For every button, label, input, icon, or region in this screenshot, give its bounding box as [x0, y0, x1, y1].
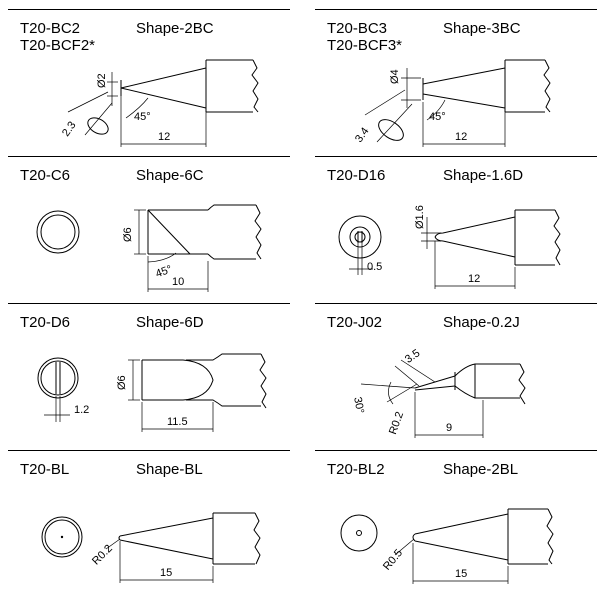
tip-shape-label: Shape-BL — [136, 461, 203, 478]
row-divider — [8, 156, 290, 157]
tip-shape-label: Shape-0.2J — [443, 314, 520, 331]
row-divider-top — [8, 9, 290, 10]
length-label: 12 — [455, 131, 468, 143]
row-divider — [8, 303, 290, 304]
tip-shape-label: Shape-1.6D — [443, 167, 524, 184]
tip-model: T20-J02 — [327, 314, 383, 331]
tip-drawing — [360, 359, 526, 438]
diameter-label: Ø6 — [122, 227, 134, 242]
angle-label: 45° — [134, 111, 151, 123]
tip-drawing — [36, 204, 262, 292]
tip-drawing — [340, 508, 554, 584]
tip-drawing — [338, 209, 561, 289]
tip-card-j02: T20-J02 Shape-0.2J 3.5 30° R0.2 9 — [315, 304, 605, 444]
diameter-label: Ø6 — [116, 375, 128, 390]
row-divider — [315, 156, 597, 157]
tip-card-c6: T20-C6 Shape-6C Ø6 45° 10 — [8, 157, 298, 297]
tip-model: T20-BL2 — [327, 461, 385, 478]
length-label: 12 — [468, 273, 481, 285]
angle-label: 45° — [429, 111, 446, 123]
diameter-label: Ø4 — [389, 69, 401, 84]
tip-shape-label: Shape-3BC — [443, 20, 521, 37]
tip-shape-label: Shape-6C — [136, 167, 204, 184]
tip-drawing — [41, 512, 261, 583]
tip-card-bl2: T20-BL2 Shape-2BL R0.5 15 — [315, 451, 605, 591]
tip-drawing — [364, 59, 551, 147]
diameter-label: Ø1.6 — [414, 205, 426, 229]
tip-card-d6: T20-D6 Shape-6D Ø6 1.2 11.5 — [8, 304, 298, 444]
length-label: 11.5 — [167, 416, 188, 428]
tip-model: T20-D16 — [327, 167, 386, 184]
tip-drawing — [37, 353, 267, 432]
row-divider — [315, 303, 597, 304]
tip-shape-label: Shape-2BL — [443, 461, 519, 478]
diameter-label: Ø2 — [96, 73, 108, 88]
width-label: 0.5 — [367, 261, 383, 273]
length-label: 9 — [446, 422, 453, 434]
row-divider — [315, 450, 597, 451]
tip-card-bl: T20-BL Shape-BL R0.2 15 — [8, 451, 298, 591]
length-label: 15 — [160, 567, 173, 579]
tip-card-d16: T20-D16 Shape-1.6D Ø1.6 0.5 12 — [315, 157, 605, 297]
length-label: 10 — [172, 276, 185, 288]
tip-drawing — [67, 59, 259, 147]
length-label: 12 — [158, 131, 171, 143]
width-label: 1.2 — [74, 404, 90, 416]
tip-shape-label: Shape-6D — [136, 314, 204, 331]
tip-model: T20-D6 — [20, 314, 71, 331]
tip-model: T20-BL — [20, 461, 70, 478]
tip-model: T20-C6 — [20, 167, 71, 184]
row-divider — [8, 450, 290, 451]
length-label: 15 — [455, 568, 468, 580]
tip-shape-label: Shape-2BC — [136, 20, 214, 37]
row-divider-top — [315, 9, 597, 10]
